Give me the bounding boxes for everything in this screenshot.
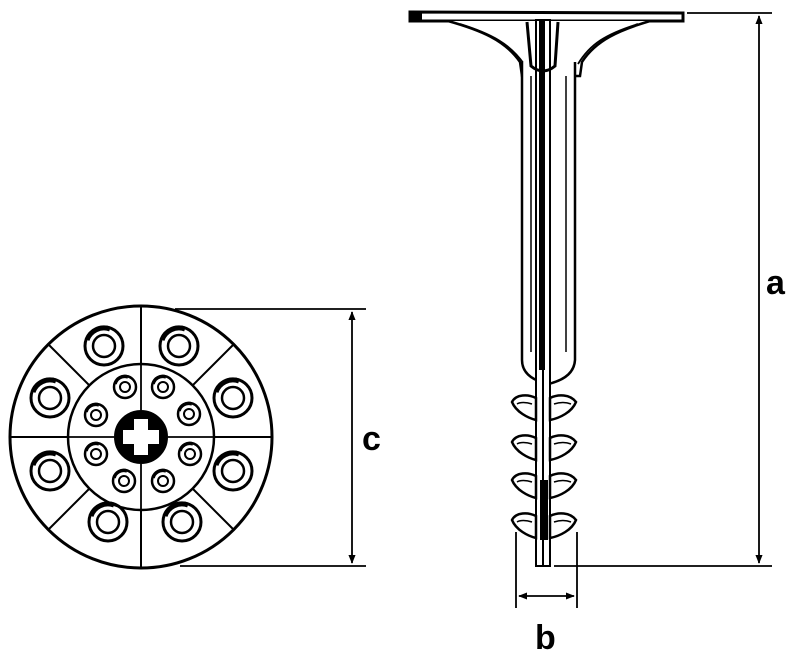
disc-inner-lines	[68, 364, 214, 510]
anchor-expansion-wings-left	[510, 394, 538, 540]
anchor-nail	[525, 19, 560, 567]
disc-segment-lines	[10, 306, 272, 568]
anchor-side-view	[408, 10, 685, 567]
dimension-a	[554, 12, 772, 567]
dimension-a-label: a	[766, 264, 786, 302]
dimension-b-label: b	[535, 619, 556, 657]
disc-center-hub	[114, 410, 168, 464]
dimension-c	[175, 308, 366, 567]
anchor-expansion-wings-right	[548, 394, 578, 540]
disc-large-holes	[29, 325, 254, 543]
disc-small-holes	[83, 374, 203, 494]
dimension-c-label: c	[362, 420, 381, 458]
anchor-top-view	[8, 304, 274, 570]
dimension-b	[515, 532, 578, 608]
